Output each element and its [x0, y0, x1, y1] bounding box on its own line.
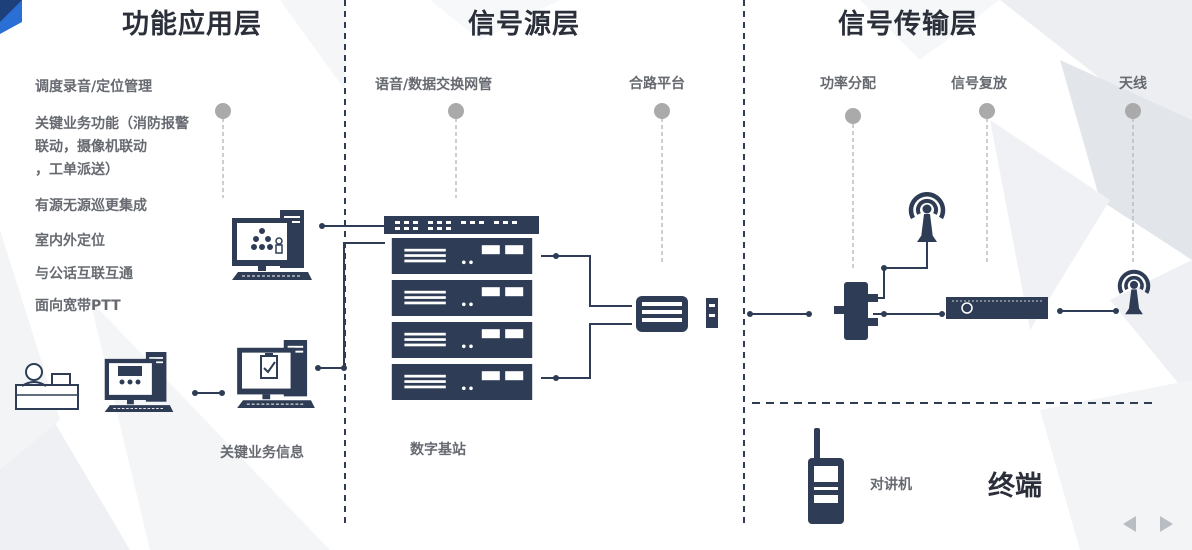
splitter-antenna-icon	[911, 194, 943, 242]
pin-antenna	[1125, 103, 1141, 119]
label-power-splitter: 功率分配	[820, 76, 876, 92]
feature-key-business: 关键业务功能（消防报警	[35, 116, 189, 132]
combiner-icon	[636, 296, 718, 332]
pin-combiner	[654, 103, 670, 119]
label-pins	[222, 118, 1134, 268]
feature-key-business-3: ，工单派送）	[35, 162, 119, 178]
section-title-transmission: 信号传输层	[838, 9, 978, 40]
monitor-computer-icon	[104, 352, 174, 412]
pin-features	[215, 103, 231, 119]
label-combiner-platform: 合路平台	[629, 76, 685, 92]
label-signal-repeater: 信号复放	[951, 76, 1007, 92]
label-voice-data-gateway: 语音/数据交换网管	[375, 77, 493, 93]
pin-gateway	[448, 103, 464, 119]
pin-repeater	[979, 103, 995, 119]
label-antenna: 天线	[1119, 76, 1147, 92]
signal-repeater-icon	[946, 297, 1048, 319]
label-digital-base-station: 数字基站	[410, 442, 466, 458]
section-title-function: 功能应用层	[122, 9, 262, 40]
feature-positioning: 室内外定位	[35, 233, 105, 249]
label-key-business-info: 关键业务信息	[220, 445, 304, 461]
base-station-rack	[391, 238, 533, 400]
label-walkie-talkie: 对讲机	[870, 477, 912, 493]
antenna-icon	[1120, 272, 1148, 314]
section-title-source: 信号源层	[468, 9, 580, 40]
feature-public-phone: 与公话互联互通	[35, 266, 133, 282]
section-title-terminal: 终端	[988, 471, 1042, 502]
walkie-talkie-icon	[808, 428, 844, 524]
prev-slide-arrow-icon[interactable]	[1123, 516, 1136, 532]
pin-power-splitter	[845, 108, 861, 124]
gateway-switch-icon	[384, 216, 539, 234]
next-slide-arrow-icon[interactable]	[1160, 516, 1173, 532]
power-splitter-icon	[834, 282, 878, 340]
feature-dispatch-recording: 调度录音/定位管理	[35, 79, 153, 95]
feature-ptt: 面向宽带PTT	[35, 298, 121, 314]
dispatch-computer-icon	[232, 210, 312, 280]
operator-desk-icon	[15, 363, 79, 410]
feature-key-business-2: 联动，摄像机联动	[35, 139, 147, 155]
feature-patrol: 有源无源巡更集成	[35, 198, 147, 214]
task-computer-icon	[236, 340, 316, 408]
